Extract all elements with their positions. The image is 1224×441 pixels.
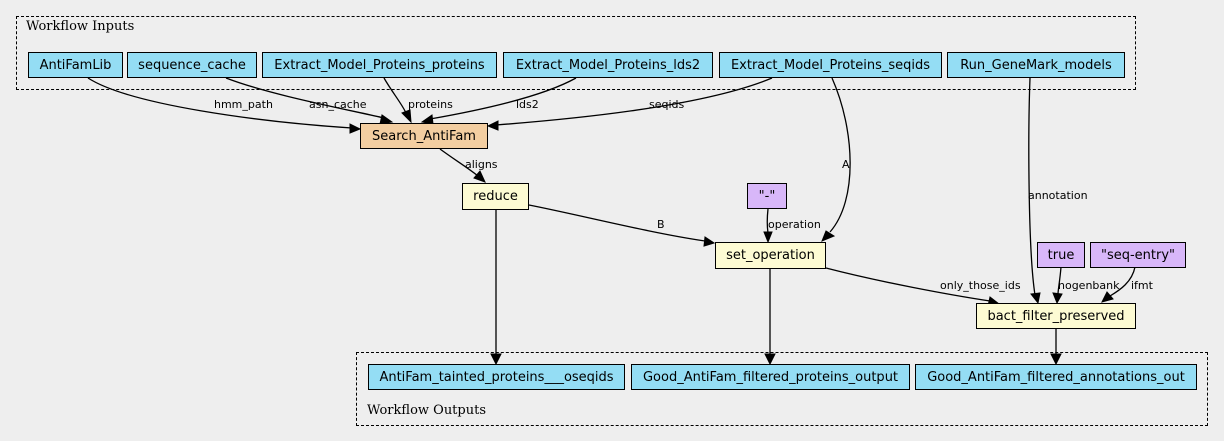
edge-seqids <box>495 77 773 126</box>
edge-label-lds2: lds2 <box>516 98 539 111</box>
edge-label-a: A <box>842 158 850 171</box>
edge-proteins-arrowhead <box>401 109 412 124</box>
edge-label-hmm-path: hmm_path <box>214 98 273 111</box>
edge-label-annotation: annotation <box>1028 189 1088 202</box>
edge-hmm-path-arrowhead <box>349 123 362 134</box>
edge-ifmt-arrowhead <box>1101 291 1114 303</box>
node-seq-entry-literal[interactable]: "seq-entry" <box>1090 242 1186 268</box>
node-true-literal[interactable]: true <box>1037 242 1085 268</box>
node-extract-model-proteins-lds2[interactable]: Extract_Model_Proteins_lds2 <box>503 52 713 78</box>
edge-label-ifmt: ifmt <box>1131 279 1154 292</box>
edge-label-b: B <box>657 218 665 231</box>
node-search-antifam[interactable]: Search_AntiFam <box>360 123 488 149</box>
edge-lds2 <box>429 77 577 120</box>
edge-aligns-arrowhead <box>473 170 486 183</box>
edge-only-those-ids <box>825 267 991 302</box>
edge-b <box>528 204 706 242</box>
edge-reduce-to-tainted-arrowhead <box>490 353 502 366</box>
edge-b-arrowhead <box>703 236 716 247</box>
edge-setop-to-proteins-output-arrowhead <box>764 353 776 366</box>
edge-a <box>829 77 851 233</box>
node-extract-model-proteins-proteins[interactable]: Extract_Model_Proteins_proteins <box>262 52 497 78</box>
workflow-inputs-cluster <box>16 16 1136 90</box>
edge-label-proteins: proteins <box>408 98 453 111</box>
edge-asn-cache <box>225 77 385 119</box>
node-good-antifam-filtered-proteins-output[interactable]: Good_AntiFam_filtered_proteins_output <box>631 364 910 390</box>
node-extract-model-proteins-seqids[interactable]: Extract_Model_Proteins_seqids <box>719 52 942 78</box>
edge-aligns <box>439 148 479 177</box>
workflow-inputs-label: Workflow Inputs <box>26 19 135 34</box>
node-dash-literal[interactable]: "-" <box>747 183 787 209</box>
edge-proteins <box>383 77 407 114</box>
edge-a-arrowhead <box>821 230 836 242</box>
edge-seqids-arrowhead <box>486 120 499 131</box>
edge-annotation <box>1028 77 1036 296</box>
node-run-genemark-models[interactable]: Run_GeneMark_models <box>947 52 1125 78</box>
node-antifam-tainted-proteins-oseqids[interactable]: AntiFam_tainted_proteins___oseqids <box>368 364 625 390</box>
edge-label-seqids: seqids <box>649 98 685 111</box>
edge-nogenbank <box>1057 266 1062 295</box>
workflow-outputs-label: Workflow Outputs <box>367 403 486 418</box>
edge-label-aligns: aligns <box>465 158 498 171</box>
edge-label-asn-cache: asn_cache <box>309 98 367 111</box>
edge-operation <box>766 208 769 234</box>
node-antifamlib[interactable]: AntiFamLib <box>28 52 123 78</box>
edge-hmm-path <box>87 77 353 129</box>
edge-label-only-those-ids: only_those_ids <box>940 279 1021 292</box>
edge-label-operation: operation <box>768 218 821 231</box>
edge-operation-arrowhead <box>763 231 773 244</box>
node-sequence-cache[interactable]: sequence_cache <box>127 52 257 78</box>
edge-bact-filter-to-annotations-out-arrowhead <box>1050 353 1062 366</box>
edge-annotation-arrowhead <box>1030 292 1041 305</box>
edge-label-nogenbank: nogenbank <box>1058 279 1120 292</box>
node-reduce[interactable]: reduce <box>462 183 529 210</box>
node-set-operation[interactable]: set_operation <box>715 242 826 269</box>
edge-nogenbank-arrowhead <box>1052 292 1063 305</box>
node-bact-filter-preserved[interactable]: bact_filter_preserved <box>976 303 1136 329</box>
workflow-outputs-cluster <box>356 352 1208 426</box>
node-good-antifam-filtered-annotations-out[interactable]: Good_AntiFam_filtered_annotations_out <box>915 364 1197 390</box>
edge-ifmt <box>1109 266 1136 297</box>
